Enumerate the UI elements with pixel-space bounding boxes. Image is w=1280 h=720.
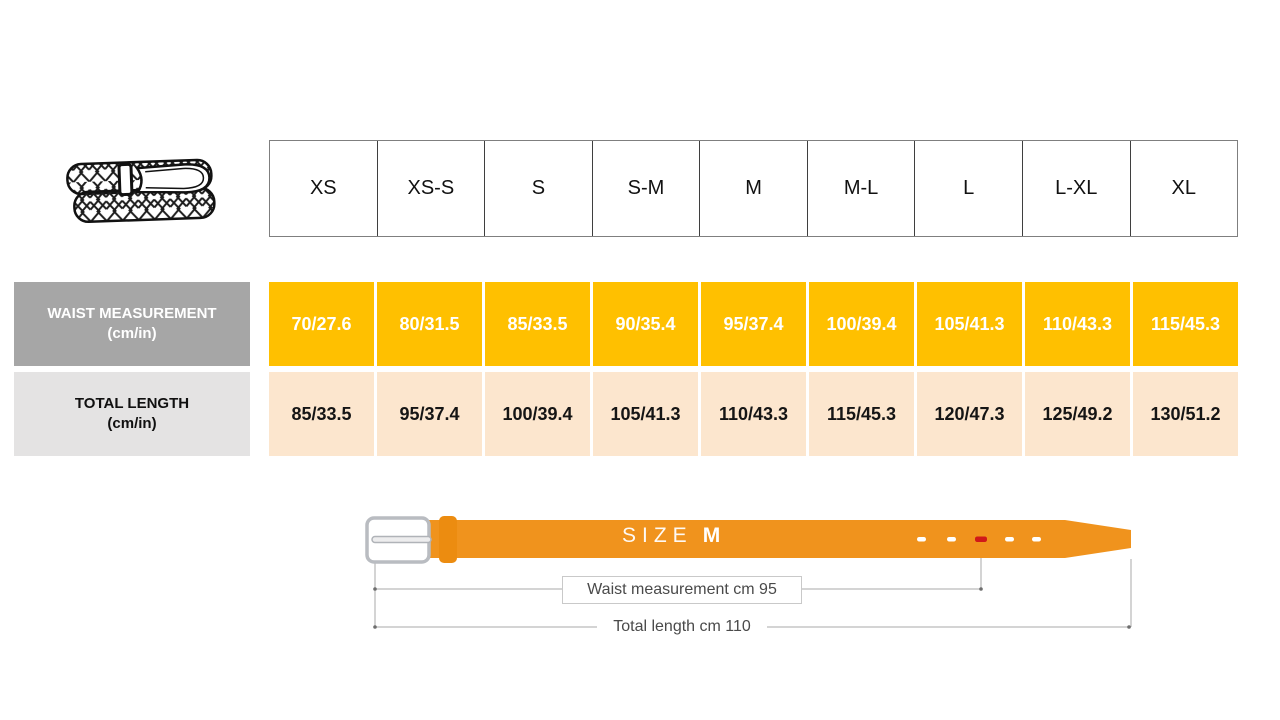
size-header-cell: XS	[270, 141, 377, 236]
total-value-cell: 120/47.3	[917, 372, 1022, 456]
total-value-cell: 110/43.3	[701, 372, 806, 456]
total-value-cell: 105/41.3	[593, 372, 698, 456]
waist-value-cell: 110/43.3	[1025, 282, 1130, 366]
total-length-values-row: 85/33.5 95/37.4 100/39.4 105/41.3 110/43…	[269, 372, 1238, 456]
belt-size-label: SIZE M	[622, 523, 752, 549]
size-header-cell: XS-S	[376, 141, 485, 236]
size-word: SIZE	[622, 524, 693, 547]
waist-value-cell: 100/39.4	[809, 282, 914, 366]
total-length-annotation: Total length cm 110	[597, 616, 767, 638]
size-header-cell: L-XL	[1021, 141, 1130, 236]
total-value-cell: 125/49.2	[1025, 372, 1130, 456]
total-label-line1: TOTAL LENGTH	[74, 394, 190, 412]
waist-value-cell: 70/27.6	[269, 282, 374, 366]
size-header-row: XS XS-S S S-M M M-L L L-XL XL	[269, 140, 1238, 237]
belt-measurement-diagram: SIZE M Waist measurement cm 95 Total len…	[350, 495, 1150, 650]
size-header-cell: M	[699, 141, 807, 236]
waist-measurement-row-label: WAIST MEASUREMENT (cm/in)	[14, 282, 250, 366]
waist-value-cell: 105/41.3	[917, 282, 1022, 366]
size-header-cell: S	[484, 141, 592, 236]
waist-label-line2: (cm/in)	[107, 325, 157, 342]
waist-measurement-annotation: Waist measurement cm 95	[562, 576, 802, 604]
braided-belt-icon	[66, 158, 216, 224]
waist-value-cell: 80/31.5	[377, 282, 482, 366]
total-value-cell: 130/51.2	[1133, 372, 1238, 456]
total-value-cell: 95/37.4	[377, 372, 482, 456]
waist-value-cell: 115/45.3	[1133, 282, 1238, 366]
total-length-row-label: TOTAL LENGTH (cm/in)	[14, 372, 250, 456]
total-label-line2: (cm/in)	[107, 415, 157, 432]
belt-diagram-icon	[365, 516, 1132, 629]
waist-label-line1: WAIST MEASUREMENT	[47, 304, 217, 322]
size-header-cell: XL	[1129, 141, 1238, 236]
total-value-cell: 100/39.4	[485, 372, 590, 456]
size-value: M	[702, 524, 722, 547]
waist-value-cell: 90/35.4	[593, 282, 698, 366]
waist-value-cell: 85/33.5	[485, 282, 590, 366]
total-value-cell: 85/33.5	[269, 372, 374, 456]
size-header-cell: M-L	[806, 141, 915, 236]
total-value-cell: 115/45.3	[809, 372, 914, 456]
size-header-cell: S-M	[591, 141, 700, 236]
waist-values-row: 70/27.6 80/31.5 85/33.5 90/35.4 95/37.4 …	[269, 282, 1238, 366]
size-header-cell: L	[914, 141, 1022, 236]
waist-value-cell: 95/37.4	[701, 282, 806, 366]
